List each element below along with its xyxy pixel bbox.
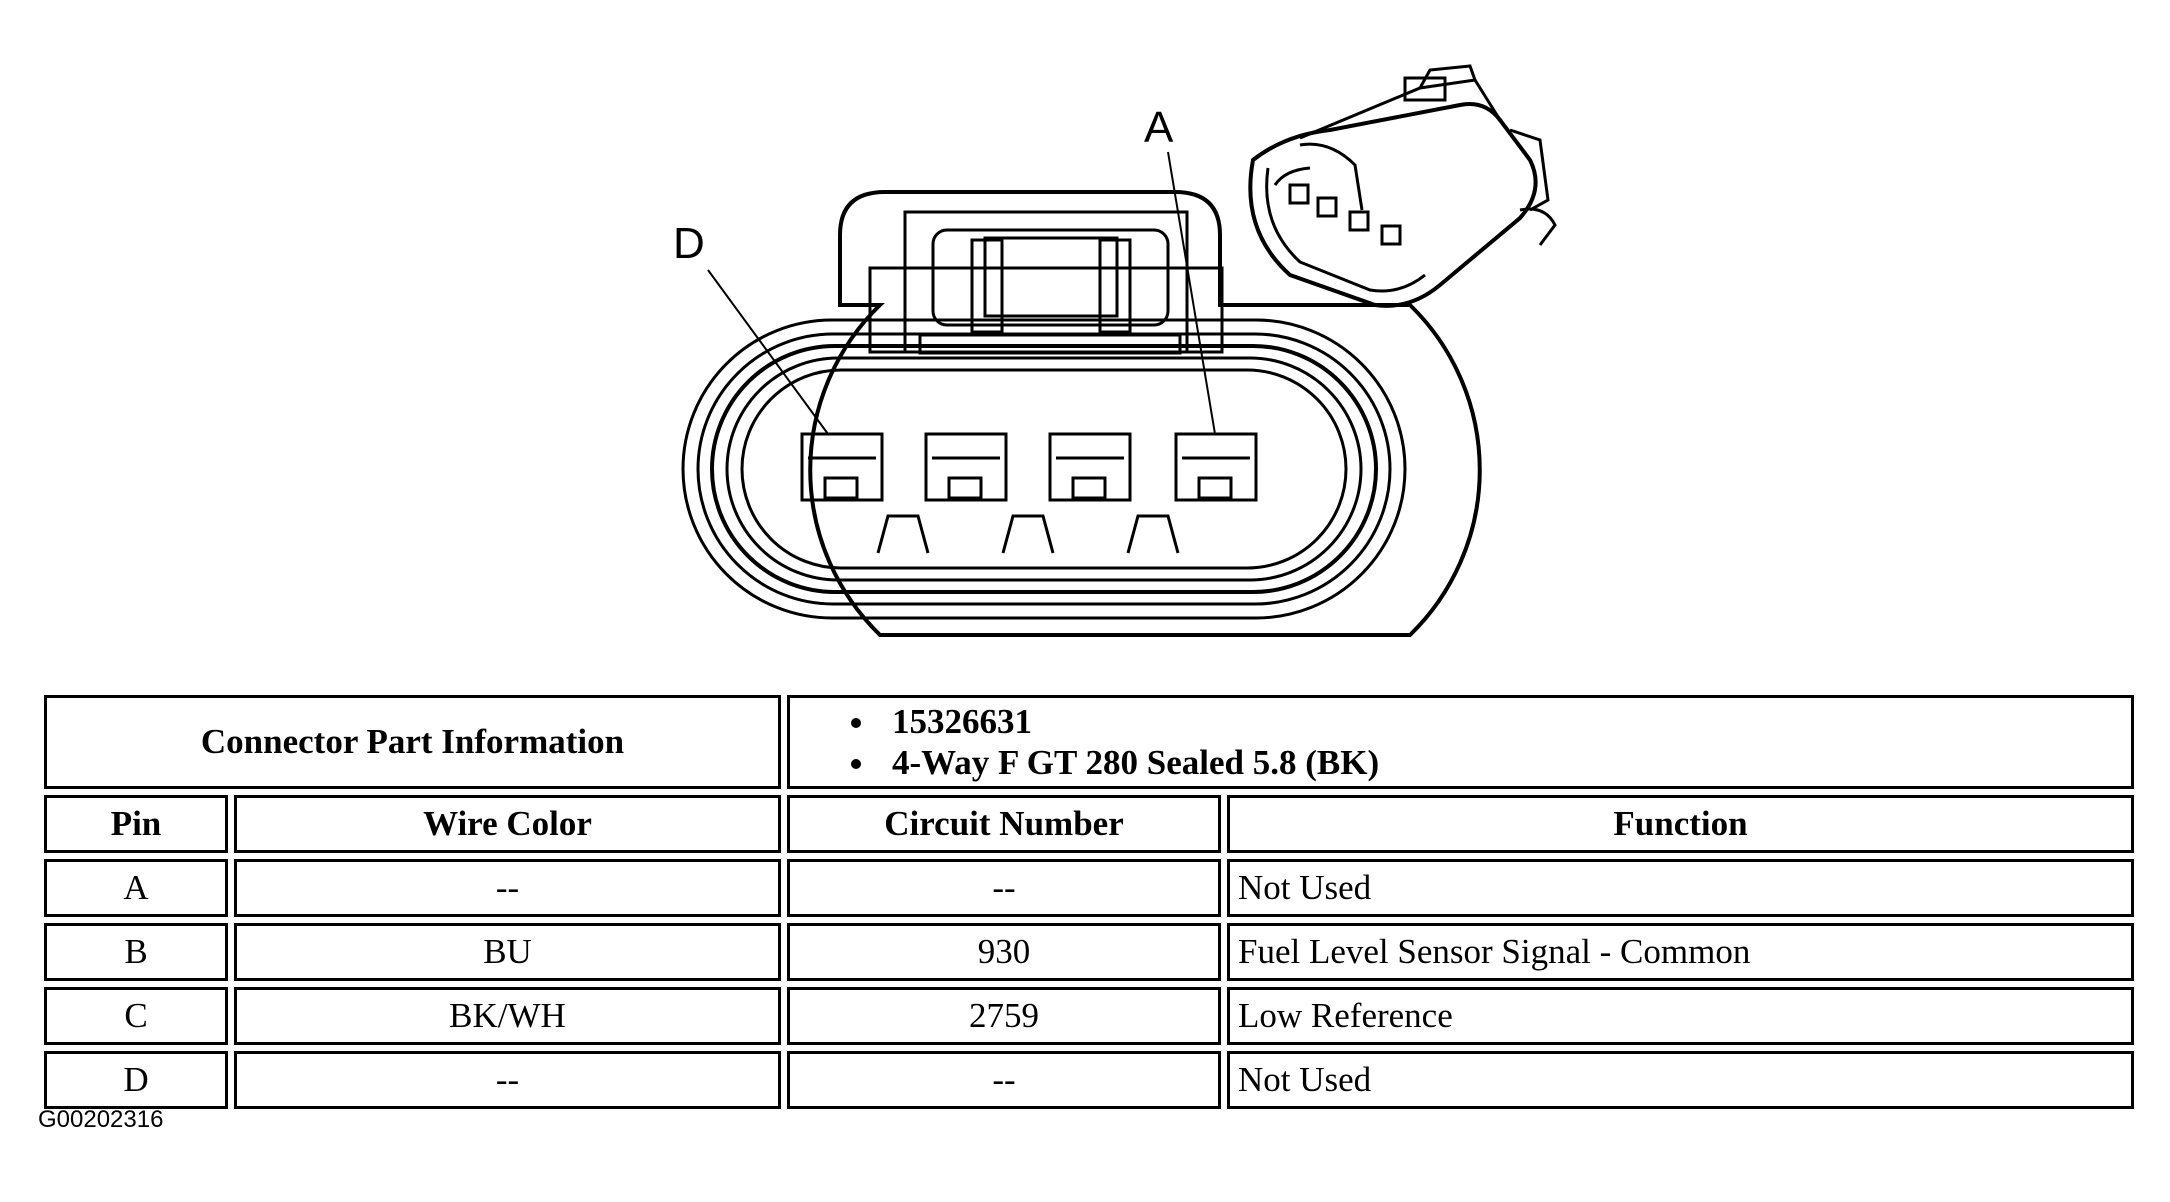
cell-function: Fuel Level Sensor Signal - Common — [1227, 923, 2134, 981]
cell-pin: D — [44, 1051, 228, 1109]
cell-wire-color: -- — [234, 1051, 781, 1109]
part-number: 15326631 — [878, 701, 2123, 742]
figure-id: G00202316 — [38, 1106, 164, 1133]
connector-diagram: A D — [673, 64, 1557, 637]
cell-function: Low Reference — [1227, 987, 2134, 1045]
cell-pin: B — [44, 923, 228, 981]
cell-circuit-number: 930 — [787, 923, 1221, 981]
cell-wire-color: -- — [234, 859, 781, 917]
pin-label-a: A — [1144, 103, 1174, 152]
part-info-cell: 15326631 4-Way F GT 280 Sealed 5.8 (BK) — [787, 695, 2134, 789]
header-circuit-number: Circuit Number — [787, 795, 1221, 853]
header-function: Function — [1227, 795, 2134, 853]
cell-function: Not Used — [1227, 1051, 2134, 1109]
cell-function: Not Used — [1227, 859, 2134, 917]
connector-face-outline — [681, 190, 1482, 637]
pin-cavity-c — [924, 432, 1008, 502]
pin-label-d: D — [673, 219, 705, 268]
leader-line-a — [1167, 151, 1216, 435]
header-wire-color: Wire Color — [234, 795, 781, 853]
cell-pin: C — [44, 987, 228, 1045]
header-pin: Pin — [44, 795, 228, 853]
part-info-row: Connector Part Information 15326631 4-Wa… — [44, 695, 2134, 789]
pin-cavity-d — [800, 432, 884, 502]
table-row: A -- -- Not Used — [44, 859, 2134, 917]
pin-cavity-a — [1174, 432, 1258, 502]
cell-circuit-number: -- — [787, 859, 1221, 917]
cell-wire-color: BU — [234, 923, 781, 981]
connector-description: 4-Way F GT 280 Sealed 5.8 (BK) — [878, 742, 2123, 783]
cell-wire-color: BK/WH — [234, 987, 781, 1045]
leader-line-d — [707, 269, 829, 435]
cell-circuit-number: -- — [787, 1051, 1221, 1109]
part-info-list: 15326631 4-Way F GT 280 Sealed 5.8 (BK) — [798, 701, 2123, 783]
table-row: B BU 930 Fuel Level Sensor Signal - Comm… — [44, 923, 2134, 981]
connector-table: Connector Part Information 15326631 4-Wa… — [38, 689, 2140, 1115]
cell-pin: A — [44, 859, 228, 917]
pin-cavity-b — [1048, 432, 1132, 502]
cell-circuit-number: 2759 — [787, 987, 1221, 1045]
pin-cavities — [800, 432, 1258, 502]
table-row: C BK/WH 2759 Low Reference — [44, 987, 2134, 1045]
table-row: D -- -- Not Used — [44, 1051, 2134, 1109]
connector-isometric-view — [1248, 64, 1557, 308]
part-info-label: Connector Part Information — [44, 695, 781, 789]
table-header-row: Pin Wire Color Circuit Number Function — [44, 795, 2134, 853]
